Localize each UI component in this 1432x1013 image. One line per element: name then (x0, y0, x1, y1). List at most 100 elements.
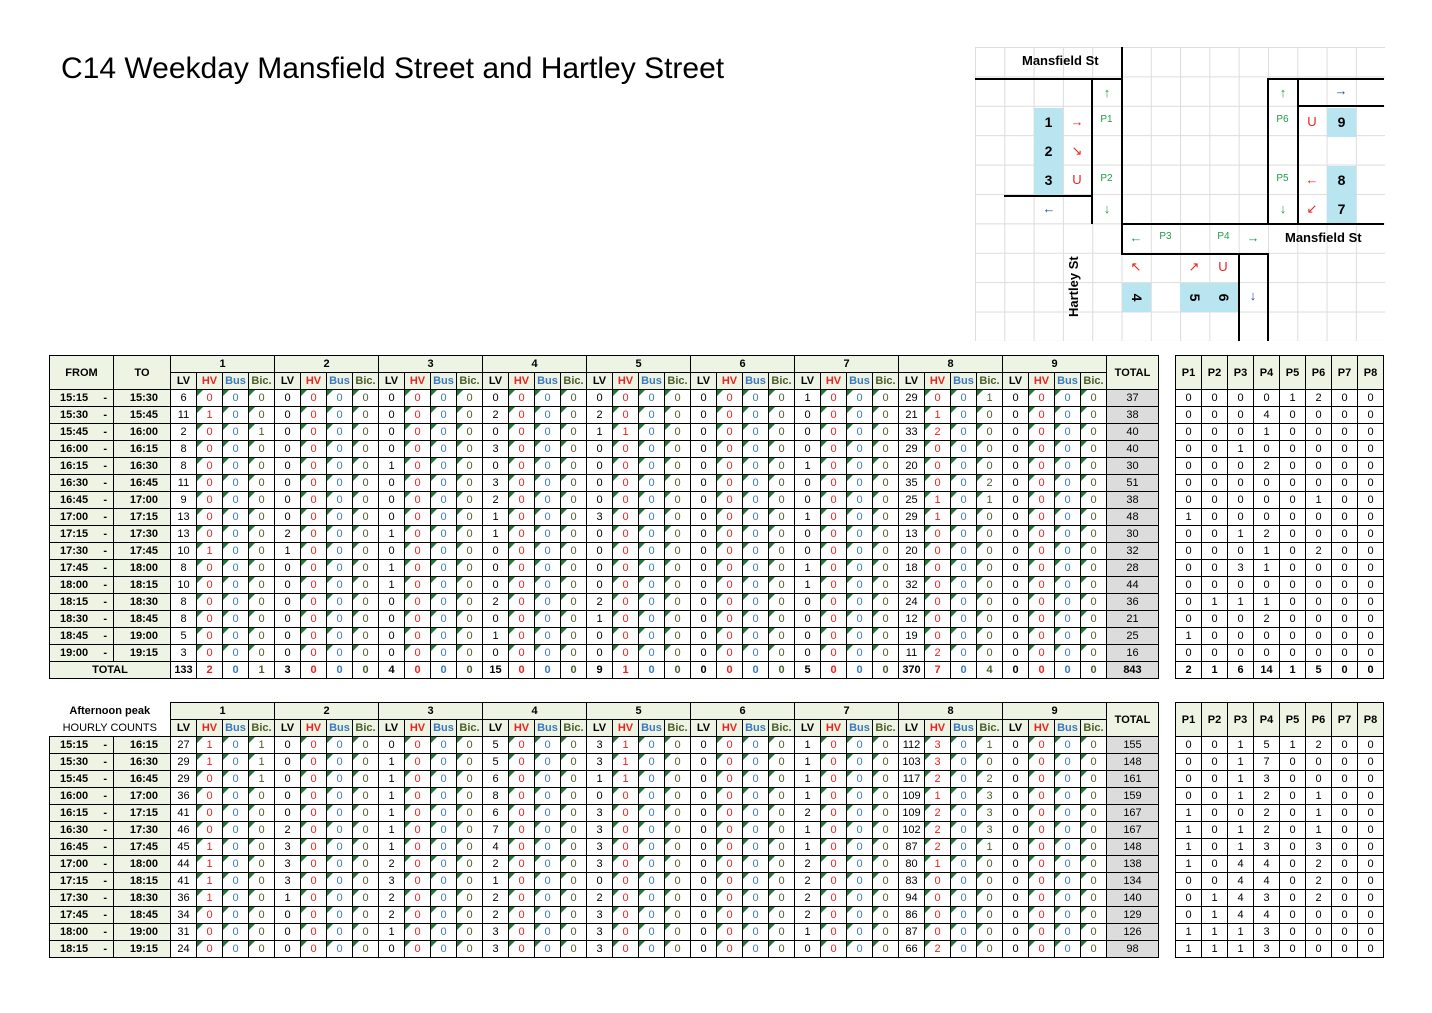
count-cell: 0 (1028, 923, 1055, 941)
count-cell: 6 (482, 804, 509, 822)
count-cell: 0 (560, 923, 587, 941)
count-cell: 0 (612, 923, 639, 941)
ped-cell: 0 (1279, 627, 1306, 645)
count-cell: 0 (352, 474, 379, 492)
count-cell: 0 (404, 423, 431, 441)
count-cell: 0 (1028, 457, 1055, 475)
count-cell: 0 (456, 610, 483, 628)
count-cell: 0 (872, 855, 899, 873)
sub-header: LV (794, 372, 821, 390)
row-total: 37 (1106, 389, 1159, 407)
count-cell: 1 (196, 838, 223, 856)
sub-header: HV (924, 719, 951, 737)
count-cell: 0 (768, 923, 795, 941)
count-cell: 0 (222, 474, 249, 492)
ped-cell: 0 (1175, 889, 1202, 907)
sum-cell: 0 (950, 661, 977, 679)
count-cell: 0 (482, 423, 509, 441)
count-cell: 0 (378, 542, 405, 560)
ped-cell: 0 (1305, 457, 1332, 475)
count-cell: 0 (378, 406, 405, 424)
count-cell: 2 (482, 593, 509, 611)
count-cell: 0 (534, 838, 561, 856)
from-time: 16:45 - (49, 491, 114, 509)
count-cell: 0 (846, 440, 873, 458)
count-cell: 0 (1002, 576, 1029, 594)
sum-cell: 0 (508, 661, 535, 679)
count-cell: 1 (196, 406, 223, 424)
count-cell: 0 (950, 576, 977, 594)
sub-header: HV (404, 372, 431, 390)
count-cell: 29 (170, 753, 197, 771)
count-cell: 0 (768, 644, 795, 662)
count-cell: 3 (274, 855, 301, 873)
count-cell: 0 (690, 576, 717, 594)
count-cell: 0 (716, 576, 743, 594)
count-cell: 2 (586, 889, 613, 907)
count-cell: 3 (976, 804, 1003, 822)
count-cell: 103 (898, 753, 925, 771)
count-cell: 0 (638, 872, 665, 890)
row-total: 167 (1106, 804, 1159, 822)
to-time: 19:15 (113, 940, 171, 958)
ped-cell: 0 (1201, 440, 1228, 458)
count-cell: 0 (326, 940, 353, 958)
count-cell: 0 (612, 906, 639, 924)
count-cell: 0 (404, 838, 431, 856)
count-cell: 0 (924, 440, 951, 458)
count-cell: 0 (950, 644, 977, 662)
count-cell: 0 (820, 753, 847, 771)
count-cell: 0 (976, 627, 1003, 645)
count-cell: 1 (196, 889, 223, 907)
count-cell: 0 (612, 389, 639, 407)
count-cell: 1 (248, 770, 275, 788)
count-cell: 29 (898, 440, 925, 458)
count-cell: 0 (1002, 644, 1029, 662)
ped-cell: 0 (1201, 525, 1228, 543)
ped-cell: 0 (1331, 440, 1358, 458)
sub-header: HV (300, 719, 327, 737)
count-cell: 0 (690, 474, 717, 492)
ped-cell: 0 (1279, 406, 1306, 424)
count-cell: 0 (352, 821, 379, 839)
row-total: 16 (1106, 644, 1159, 662)
sub-header: HV (508, 372, 535, 390)
street-name-right: Mansfield St (1285, 230, 1362, 245)
sub-header: Bic. (664, 719, 691, 737)
count-cell: 0 (1028, 872, 1055, 890)
movement-group-header: 9 (1002, 355, 1107, 373)
to-time: 17:30 (113, 525, 171, 543)
count-cell: 3 (378, 872, 405, 890)
count-cell: 0 (820, 440, 847, 458)
row-total: 48 (1106, 508, 1159, 526)
ped-cell: 0 (1201, 457, 1228, 475)
count-cell: 0 (534, 872, 561, 890)
count-cell: 0 (1054, 491, 1081, 509)
ped-cell: 0 (1357, 542, 1384, 560)
count-cell: 0 (222, 559, 249, 577)
from-time: 16:15 - (49, 804, 114, 822)
count-cell: 0 (248, 889, 275, 907)
count-cell: 0 (508, 940, 535, 958)
count-cell: 1 (794, 787, 821, 805)
count-cell: 0 (976, 889, 1003, 907)
count-cell: 0 (612, 525, 639, 543)
count-cell: 0 (612, 610, 639, 628)
count-cell: 0 (534, 736, 561, 754)
count-cell: 0 (1028, 474, 1055, 492)
count-cell: 0 (716, 440, 743, 458)
ped-cell: 0 (1201, 770, 1228, 788)
count-cell: 0 (872, 457, 899, 475)
from-time: 17:00 - (49, 855, 114, 873)
ped-cell: 0 (1357, 610, 1384, 628)
movement-group-header: 7 (794, 702, 899, 720)
count-cell: 0 (690, 787, 717, 805)
movement-3-label: 3 (1044, 172, 1053, 188)
to-time: 18:00 (113, 559, 171, 577)
ped-cell: 0 (1331, 610, 1358, 628)
movement-group-header: 6 (690, 702, 795, 720)
count-cell: 0 (508, 525, 535, 543)
